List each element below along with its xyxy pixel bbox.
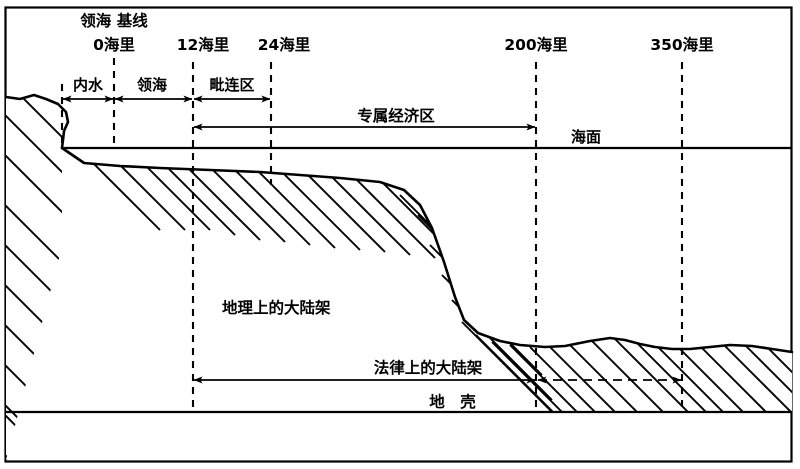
geographic-shelf-label: 地理上的大陆架 <box>222 298 331 317</box>
crust-label: 地 壳 <box>429 392 480 411</box>
limit-200nm-label: 200海里 <box>504 35 567 54</box>
seafloor-profile <box>60 146 794 354</box>
baseline-label-line1: 领海 基线 <box>80 11 148 30</box>
limit-24nm-label: 24海里 <box>258 35 311 54</box>
internal-waters-label: 内水 <box>73 76 104 94</box>
contiguous-zone-label: 毗连区 <box>209 76 254 94</box>
legal-shelf-label: 法律上的大陆架 <box>374 358 483 377</box>
territorial-sea-label: 领海 <box>136 76 167 94</box>
sea-surface-label: 海面 <box>571 128 601 146</box>
baseline-label-line2: 0海里 <box>93 35 135 54</box>
limit-350nm-label: 350海里 <box>650 35 713 54</box>
eez-label: 专属经济区 <box>357 106 435 125</box>
limit-12nm-label: 12海里 <box>177 35 230 54</box>
